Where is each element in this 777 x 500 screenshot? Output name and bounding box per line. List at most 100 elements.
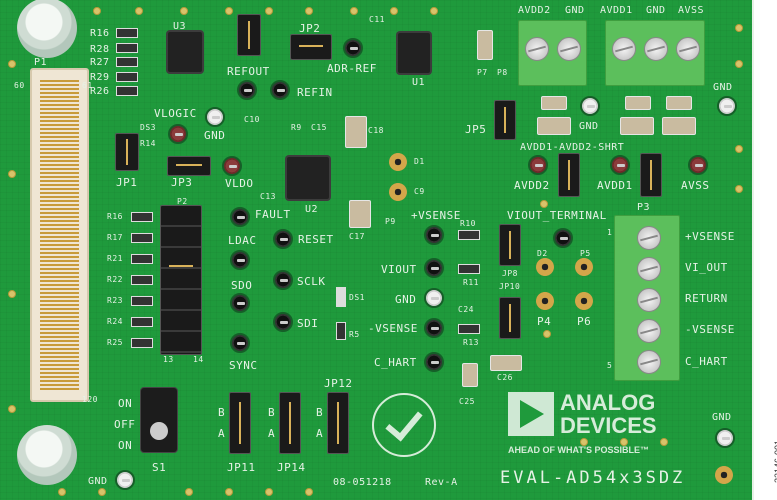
label-p3: P3 [637,202,651,213]
rohs-logo [372,393,436,457]
resistor-r29 [116,72,138,82]
label-refout: REFOUT [227,65,270,78]
label-u3: U3 [173,21,187,32]
label-jp8: JP8 [502,269,518,278]
label-jp14-a: A [268,427,276,440]
label-viout-terminal: VIOUT_TERMINAL [507,209,607,222]
resistor-r21 [131,254,153,264]
jumper-jp4[interactable] [237,14,261,56]
label-gnd-bottom: GND [88,476,108,487]
label-jp1: JP1 [116,176,138,189]
capacitor-c3 [662,117,696,135]
testpoint-sclk [273,270,293,290]
via [620,438,628,446]
jumper-avdd-short[interactable] [558,153,580,197]
label-jp5: JP5 [465,123,487,136]
label-term-avdd1: AVDD1 [600,5,633,16]
label-u2: U2 [305,204,319,215]
via [430,7,438,15]
probe-p7 [536,292,554,310]
label-jp11-a: A [218,427,226,440]
via [98,488,106,496]
connector-pin120: 120 [82,395,98,404]
jumper-jp10[interactable] [499,297,521,339]
via [305,488,313,496]
resistor-r25 [131,338,153,348]
screw-p3-c-hart[interactable] [637,350,661,374]
screw-avdd1[interactable] [612,37,636,61]
connector-pins [40,80,79,390]
testpoint-viout [424,258,444,278]
label-refin: REFIN [297,86,333,99]
screw-avdd2[interactable] [525,37,549,61]
jumper-jp8[interactable] [499,224,521,266]
label-term-avss: AVSS [678,5,705,16]
label-ds1: DS1 [349,293,365,302]
label-p9: P6 [577,315,592,328]
label-part-number: 08-051218 [333,477,392,488]
testpoint-vlogic [168,124,188,144]
label-p1: P1 [34,57,48,68]
screw-avss[interactable] [676,37,700,61]
jumper-jp2[interactable] [290,34,332,60]
label-jp10: JP10 [499,282,521,291]
label-c25: C25 [459,397,475,406]
jumper-jp5[interactable] [494,100,516,140]
label-p6: D2 [537,249,548,258]
header-p2[interactable] [160,205,202,355]
label-r23: R23 [107,296,123,305]
standoff-top-left [17,0,77,58]
label-c8: P7 [477,68,488,77]
resistor-r24 [131,317,153,327]
label-r26: R26 [90,86,110,97]
capacitor-c25 [462,363,478,387]
capacitor-c2 [620,117,654,135]
screw-gnd2[interactable] [644,37,668,61]
testpoint-refout [237,80,257,100]
via [265,488,273,496]
jumper-jp11[interactable] [229,392,251,454]
testpoint-reset [273,229,293,249]
toggle-switch-s1[interactable] [140,387,178,453]
jumper-jp12[interactable] [327,392,349,454]
capacitor-c7 [541,96,567,110]
via [8,60,16,68]
label-jp3: JP3 [171,176,193,189]
screw-gnd1[interactable] [557,37,581,61]
jumper-jp3[interactable] [167,156,211,176]
label-s1-on-bottom: ON [118,439,133,452]
screw-p3-minus-vsense[interactable] [637,319,661,343]
resistor-r28 [116,43,138,53]
capacitor-c8 [477,30,493,60]
label-avss: AVSS [681,179,710,192]
via [8,405,16,413]
terminal-block-avdd1-gnd-avss[interactable] [605,20,705,86]
label-r25: R25 [107,338,123,347]
label-c17: C17 [349,232,365,241]
jumper-jp1[interactable] [115,133,139,171]
label-d2: P9 [385,217,396,226]
jumper-jp7[interactable] [640,153,662,197]
label-c10: C10 [244,115,260,124]
via [135,7,143,15]
via [543,330,551,338]
screw-p3-vi-out[interactable] [637,257,661,281]
terminal-block-p3[interactable] [614,215,680,381]
jumper-jp14[interactable] [279,392,301,454]
label-p3-plus-vsense: +VSENSE [685,230,735,243]
mounting-pad-bottom-right [715,466,733,484]
label-p5: D1 [414,157,425,166]
label-p3-pin5: 5 [607,361,613,370]
screw-p3-plus-vsense[interactable] [637,226,661,250]
label-r29: R29 [90,72,110,83]
label-c11: C11 [369,15,385,24]
label-term-gnd2: GND [646,5,666,16]
screw-p3-return[interactable] [637,288,661,312]
testpoint-adr-ref [343,38,363,58]
testpoint-ldac [230,250,250,270]
terminal-block-avdd2-gnd[interactable] [518,20,587,86]
label-c15: C15 [311,123,327,132]
label-d1: P8 [497,68,508,77]
testpoint-plus-vsense [424,225,444,245]
label-p2-pin13: 13 [163,355,174,364]
